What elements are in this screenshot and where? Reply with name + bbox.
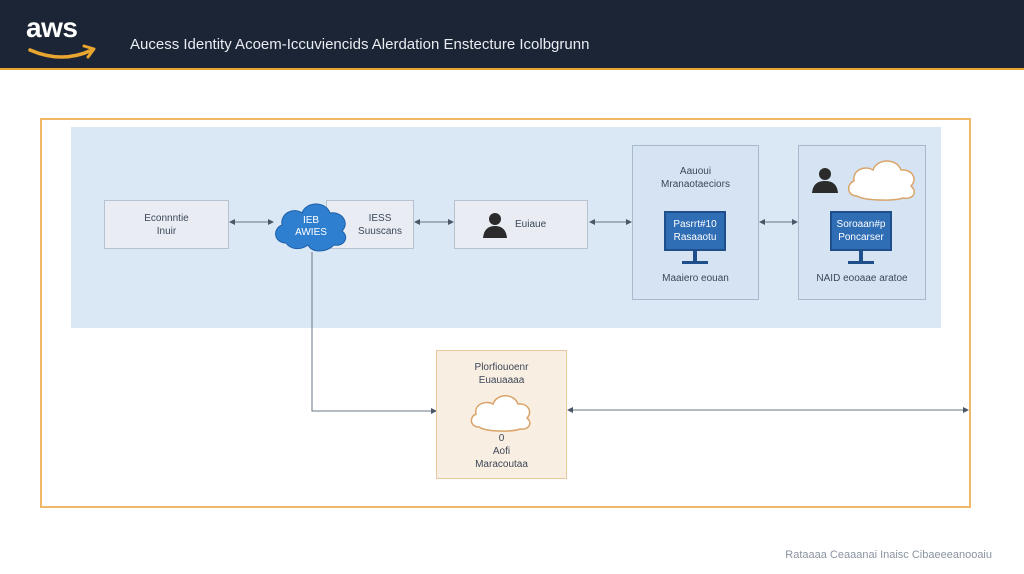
monitor-icon — [693, 251, 697, 261]
panel-a-title-1: Aauoui — [679, 166, 712, 177]
panel-a-monitor-label-2: Rasaaotu — [673, 232, 717, 243]
panel-b-monitor-label-1: Soroaan#p — [836, 219, 886, 230]
source-node[interactable]: Econnntie Inuir — [104, 200, 229, 249]
source-label-2: Inuir — [156, 225, 177, 237]
panel-a-footer: Maaiero eouan — [662, 273, 729, 284]
ssos-label-2: Suuscans — [358, 225, 402, 237]
user-icon — [812, 168, 838, 193]
storage-label-2: Euauaaaa — [478, 375, 525, 386]
aws-smile-icon — [28, 44, 96, 59]
monitor-icon — [859, 251, 863, 261]
panel-a-title-2: Mranaotaeciors — [661, 179, 730, 190]
cloud-icon — [470, 395, 531, 432]
storage-label-4: Maracoutaa — [475, 459, 528, 470]
cloud-hub-label-1: IEB — [302, 215, 320, 226]
relay-label: Euiaue — [515, 219, 547, 230]
storage-title: Plorfiouoenr Euauaaaa — [436, 361, 567, 387]
monitor-base — [682, 261, 708, 264]
panel-b-monitor-label-2: Poncarser — [838, 232, 884, 243]
panel-a-monitor[interactable]: Pasrrt#10 Rasaaotu — [664, 211, 726, 251]
cloud-hub-label-2: AWIES — [295, 227, 327, 238]
panel-a-title: Aauoui Mranaotaeciors — [632, 165, 759, 191]
cloud-icon — [275, 203, 347, 252]
storage-detail: 0 Aofi Maracoutaa — [436, 432, 567, 471]
panel-a-monitor-label-1: Pasrrt#10 — [673, 219, 717, 230]
logo-text: aws — [26, 12, 78, 43]
storage-label-3: Aofi — [492, 446, 511, 457]
monitor-base — [848, 261, 874, 264]
ssos-label-1: IESS — [368, 212, 392, 224]
source-label-1: Econnntie — [144, 212, 189, 224]
header-bar: aws Aucess Identity Acoem-Iccuviencids A… — [0, 0, 1024, 70]
edge-cloud-storage — [311, 252, 437, 414]
relay-node[interactable]: Euiaue — [454, 200, 588, 249]
cloud-icon — [848, 160, 915, 201]
panel-b-footer: NAID eooaae aratoe — [816, 273, 908, 284]
user-icon — [483, 212, 507, 238]
page-title: Aucess Identity Acoem-Iccuviencids Alerd… — [130, 36, 590, 53]
storage-digit: 0 — [498, 433, 505, 444]
footer-caption: Rataaaa Ceaaanai Inaisc Cibaeeeanooaiu — [785, 549, 992, 561]
panel-b-monitor[interactable]: Soroaan#p Poncarser — [830, 211, 892, 251]
cloud-hub-node[interactable]: IEB AWIES — [272, 197, 350, 254]
storage-label-1: Plorfiouoenr — [474, 362, 529, 373]
aws-logo[interactable]: aws — [26, 12, 106, 62]
